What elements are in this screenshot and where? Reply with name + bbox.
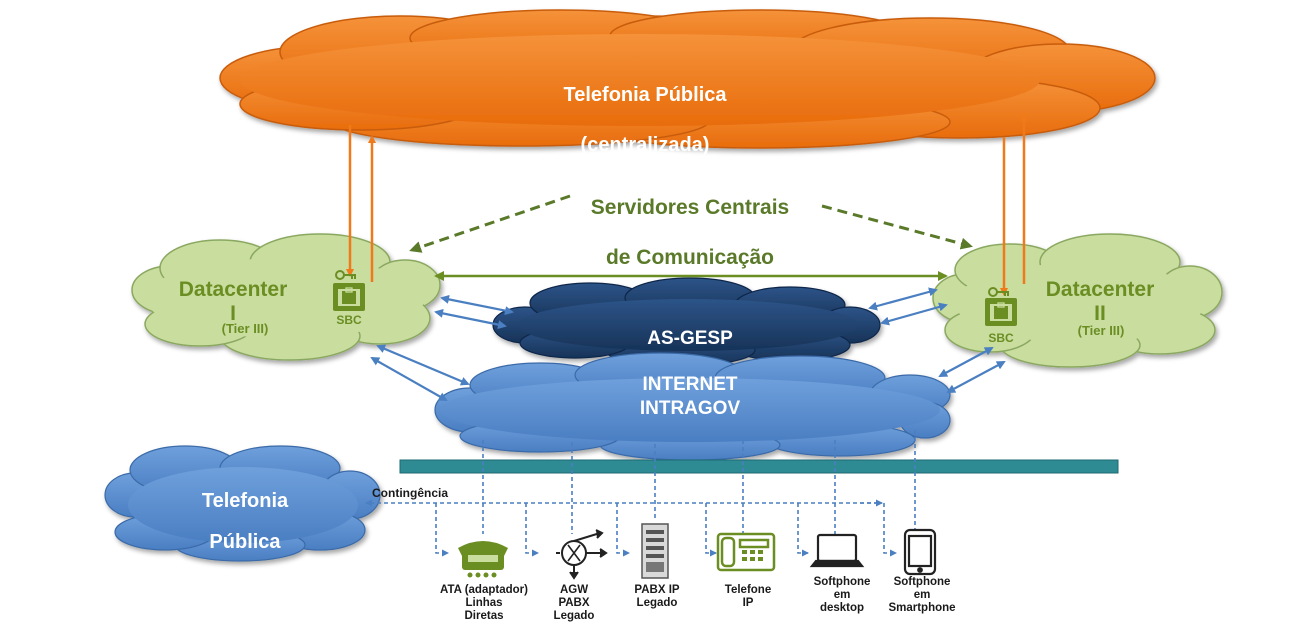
laptop-icon xyxy=(809,533,865,568)
public-decentralized-line2: Pública xyxy=(209,531,281,553)
as-gesp-line1: AS-GESP xyxy=(647,328,733,349)
datacenter-2-cloud xyxy=(932,233,1223,368)
datacenter-1-tier: (Tier III) xyxy=(221,321,269,336)
smartphone-icon xyxy=(903,528,937,576)
datacenter-1-title: Datacenter I xyxy=(178,278,288,325)
intragov-label: INTRAGOV xyxy=(639,398,741,419)
device-label-telefone: Telefone IP xyxy=(724,584,772,609)
servers-label-line2: de Comunicação xyxy=(605,246,775,269)
lan-bus-bar xyxy=(399,459,1119,474)
public-centralized-line2: (centralizada) xyxy=(580,134,710,156)
ip-phone-icon xyxy=(716,532,776,572)
as-gesp-label: AS-GESP INTERNET xyxy=(590,304,790,419)
public-telephony-decentralized-cloud xyxy=(104,445,381,562)
contingency-label: Contingência xyxy=(372,486,449,500)
intragov-cloud xyxy=(434,352,951,461)
servers-dashed-arrows xyxy=(409,194,973,253)
datacenter-2-sbc-label: SBC xyxy=(988,331,1014,345)
device-label-ata: ATA (adaptador) Linhas Diretas xyxy=(440,584,528,622)
pabx-server-icon xyxy=(641,523,669,579)
device-label-softphone-smartphone: Softphone em Smartphone xyxy=(888,576,956,614)
servers-label: Servidores Centrais de Comunicação xyxy=(545,170,835,295)
device-label-pabx: PABX IP Legado xyxy=(634,584,680,609)
datacenter-1-sbc-label: SBC xyxy=(336,313,362,327)
public-telephony-centralized-cloud xyxy=(219,9,1156,149)
servers-label-line1: Servidores Centrais xyxy=(590,196,790,219)
public-centralized-title: Telefonia Pública (centralizada) xyxy=(480,58,810,183)
sbc-icon-dc1 xyxy=(333,270,365,311)
as-gesp-line2: INTERNET xyxy=(642,374,738,395)
public-centralized-line1: Telefonia Pública xyxy=(563,84,727,106)
agw-icon xyxy=(556,529,608,580)
orange-link-arrows xyxy=(346,113,1028,296)
as-gesp-internet-cloud xyxy=(492,277,881,367)
device-label-agw: AGW PABX Legado xyxy=(553,584,595,622)
datacenter-2-title: Datacenter II xyxy=(1045,278,1155,325)
device-connection-lines xyxy=(482,430,916,534)
public-decentralized-line3: (descentralizada) xyxy=(187,573,303,589)
blue-link-arrows xyxy=(370,287,1006,401)
ata-icon xyxy=(458,541,508,578)
sbc-icon-dc2 xyxy=(985,287,1017,326)
device-label-softphone-desktop: Softphone em desktop xyxy=(813,576,871,614)
public-decentralized-title: Telefonia Pública (descentralizada) xyxy=(150,472,340,608)
public-decentralized-line1: Telefonia xyxy=(201,490,289,512)
datacenter-2-tier: (Tier III) xyxy=(1077,323,1125,338)
contingency-line xyxy=(365,499,897,557)
